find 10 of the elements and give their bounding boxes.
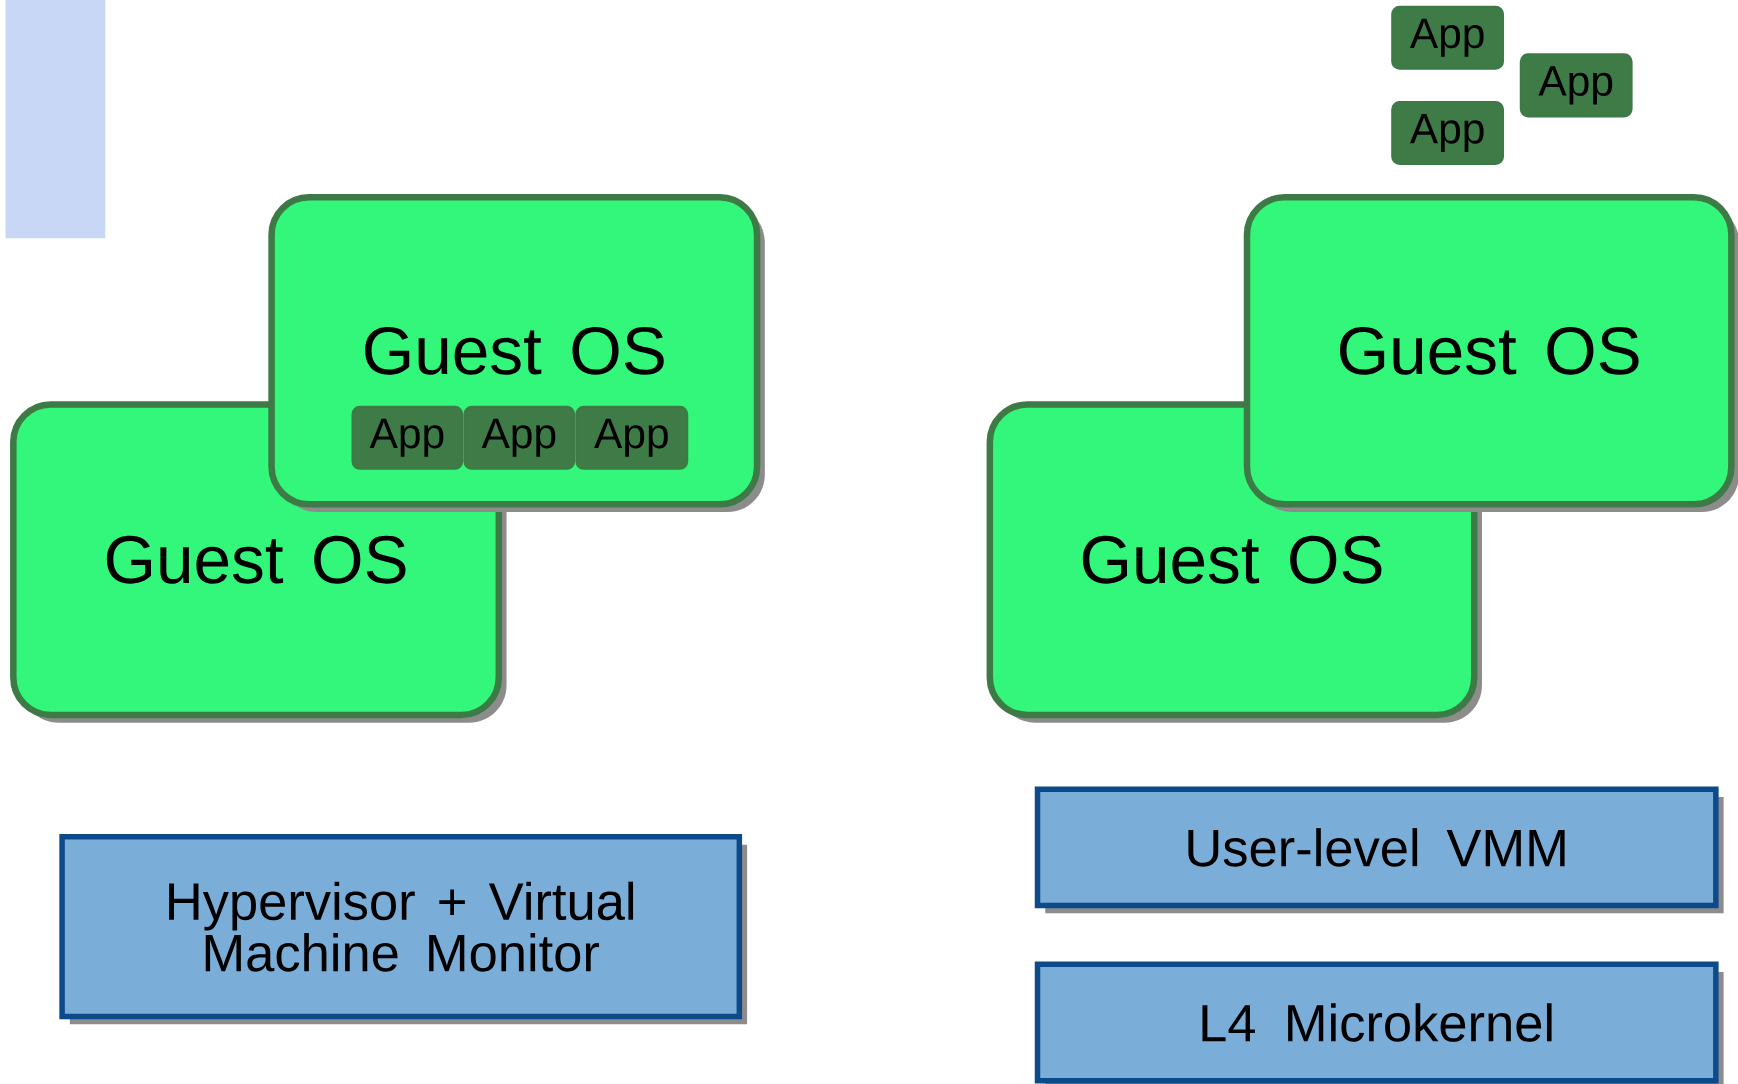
app-box: App	[1391, 5, 1505, 70]
app-box: App	[351, 405, 464, 470]
app-box: App	[575, 405, 689, 470]
app-box: App	[1519, 53, 1633, 118]
guest-os-box: Guest OS	[1243, 194, 1738, 513]
app-box: App	[1391, 100, 1505, 166]
layer-box: User-level VMM	[1034, 786, 1724, 914]
layer-box: Hypervisor + Virtual Machine Monitor	[59, 834, 748, 1025]
app-box: App	[463, 405, 576, 470]
layer-box: L4 Microkernel	[1034, 961, 1724, 1084]
